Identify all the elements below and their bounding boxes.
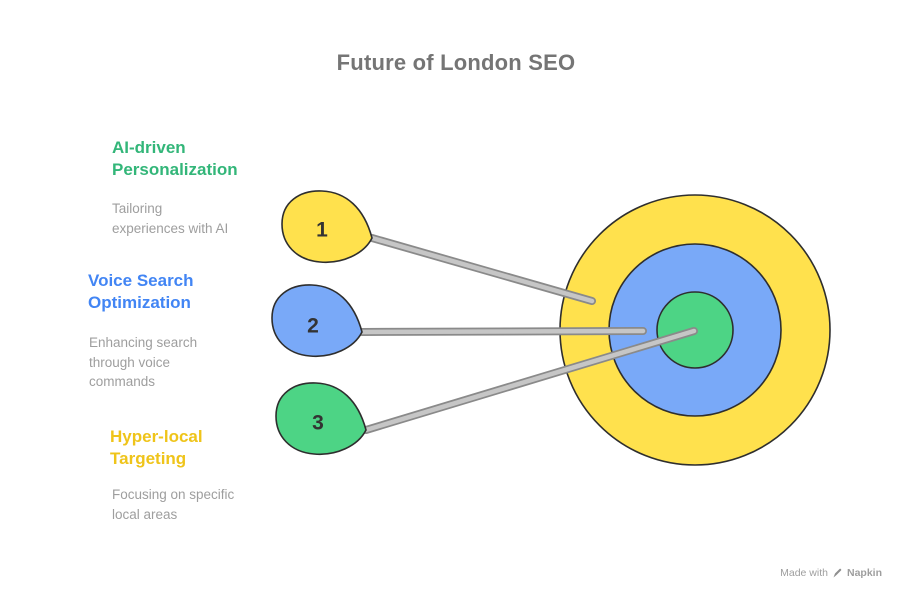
blob-shape-3 <box>275 382 367 456</box>
connector-line-2 <box>359 328 646 335</box>
item-1-description: Tailoring experiences with AI <box>112 201 229 236</box>
blob-number-2: 2 <box>307 315 319 338</box>
item-1-heading: AI-driven Personalization <box>112 138 238 180</box>
item-2-heading: Voice Search Optimization <box>88 271 194 313</box>
connector-line-3 <box>363 328 697 433</box>
connector-line-1 <box>369 235 595 304</box>
blob-number-1: 1 <box>316 219 328 242</box>
page-title: Future of London SEO <box>336 50 576 75</box>
item-2-description: Enhancing search through voice commands <box>89 335 198 390</box>
blob-shape-2 <box>271 284 363 358</box>
item-3-heading: Hyper-local Targeting <box>110 427 203 469</box>
watermark-brand: Napkin <box>846 567 882 579</box>
watermark: Made with Napkin <box>780 567 882 579</box>
napkin-pen-icon <box>833 568 842 577</box>
blob-shape-1 <box>281 190 373 264</box>
watermark-prefix: Made with <box>780 567 828 579</box>
blob-number-3: 3 <box>312 412 324 435</box>
item-3-description: Focusing on specific local areas <box>112 487 235 522</box>
